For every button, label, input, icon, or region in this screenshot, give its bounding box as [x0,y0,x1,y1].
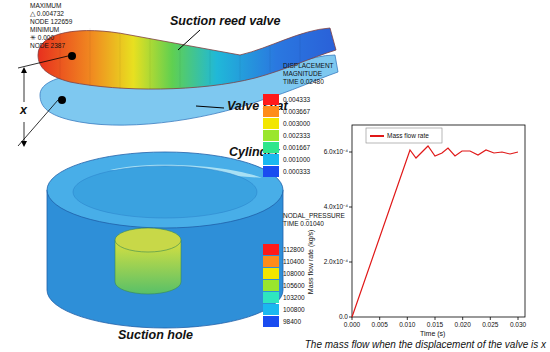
legend-title: TIME 0.01040 [283,220,324,227]
part-label: Suction hole [118,329,193,343]
tick-label: 4.0x10⁻⁴ [324,203,348,210]
color-swatch [263,304,279,315]
color-swatch [263,256,279,267]
tick-label: 0.005 [372,321,388,328]
legend-text: 0.003000 [283,120,310,127]
legend-text: 0.002333 [283,132,310,139]
color-swatch [263,268,279,279]
legend-title: TIME 0.02480 [283,78,324,85]
legend-text: 110400 [283,258,304,265]
tick-label: 6.0x10⁻⁴ [324,148,348,155]
color-swatch [263,292,279,303]
legend-text: Mass flow rate [387,132,429,139]
legend-title: DISPLACEMENT [283,62,334,69]
legend-text: 112800 [283,246,304,253]
color-swatch [263,316,279,327]
fea-info: △ 0.004732 [30,10,64,17]
fea-info: ✳ 0.000 [30,34,54,41]
legend-text: 103200 [283,294,305,301]
color-swatch [263,244,279,255]
color-swatch [263,166,279,177]
legend-title: NODAL_PRESSURE [283,212,345,219]
legend-text: 0.000333 [283,168,310,175]
color-swatch [263,130,279,141]
legend-text: 105600 [283,282,305,289]
legend-text: 0.001000 [283,156,310,163]
color-swatch [263,154,279,165]
legend-text: 98400 [283,318,301,325]
tick-label: 0.025 [482,321,498,328]
color-swatch [263,94,279,105]
tick-label: 0.030 [510,321,526,328]
figure-caption: The mass flow when the displacement of t… [305,339,546,350]
line-sample [370,135,384,137]
legend-title: MAGNITUDE [283,70,322,77]
tick-label: 0.000 [344,321,360,328]
tick-label: 0.0 [339,313,348,320]
fea-info: NODE 122659 [30,18,72,25]
color-swatch [263,106,279,117]
fea-info: MAXIMUM [30,2,61,9]
color-swatch [263,142,279,153]
legend-text: 108000 [283,270,305,277]
legend-text: 100800 [283,306,305,313]
color-swatch [263,280,279,291]
tick-label: 0.020 [455,321,471,328]
dimension-label: x [20,104,27,118]
tick-label: 2.0x10⁻⁴ [324,258,348,265]
legend-text: 0.004333 [283,96,310,103]
axis-title: Mass flow rate (kg/s) [307,230,315,295]
color-swatch [263,118,279,129]
legend-text: 0.003667 [283,108,310,115]
axis-title: Time (s) [420,330,445,338]
tick-label: 0.010 [399,321,415,328]
tick-label: 0.015 [427,321,443,328]
legend-text: 0.001667 [283,144,310,151]
fea-info: NODE 2387 [30,42,65,49]
part-label: Suction reed valve [170,15,280,29]
fea-info: MINIMUM [30,26,59,33]
